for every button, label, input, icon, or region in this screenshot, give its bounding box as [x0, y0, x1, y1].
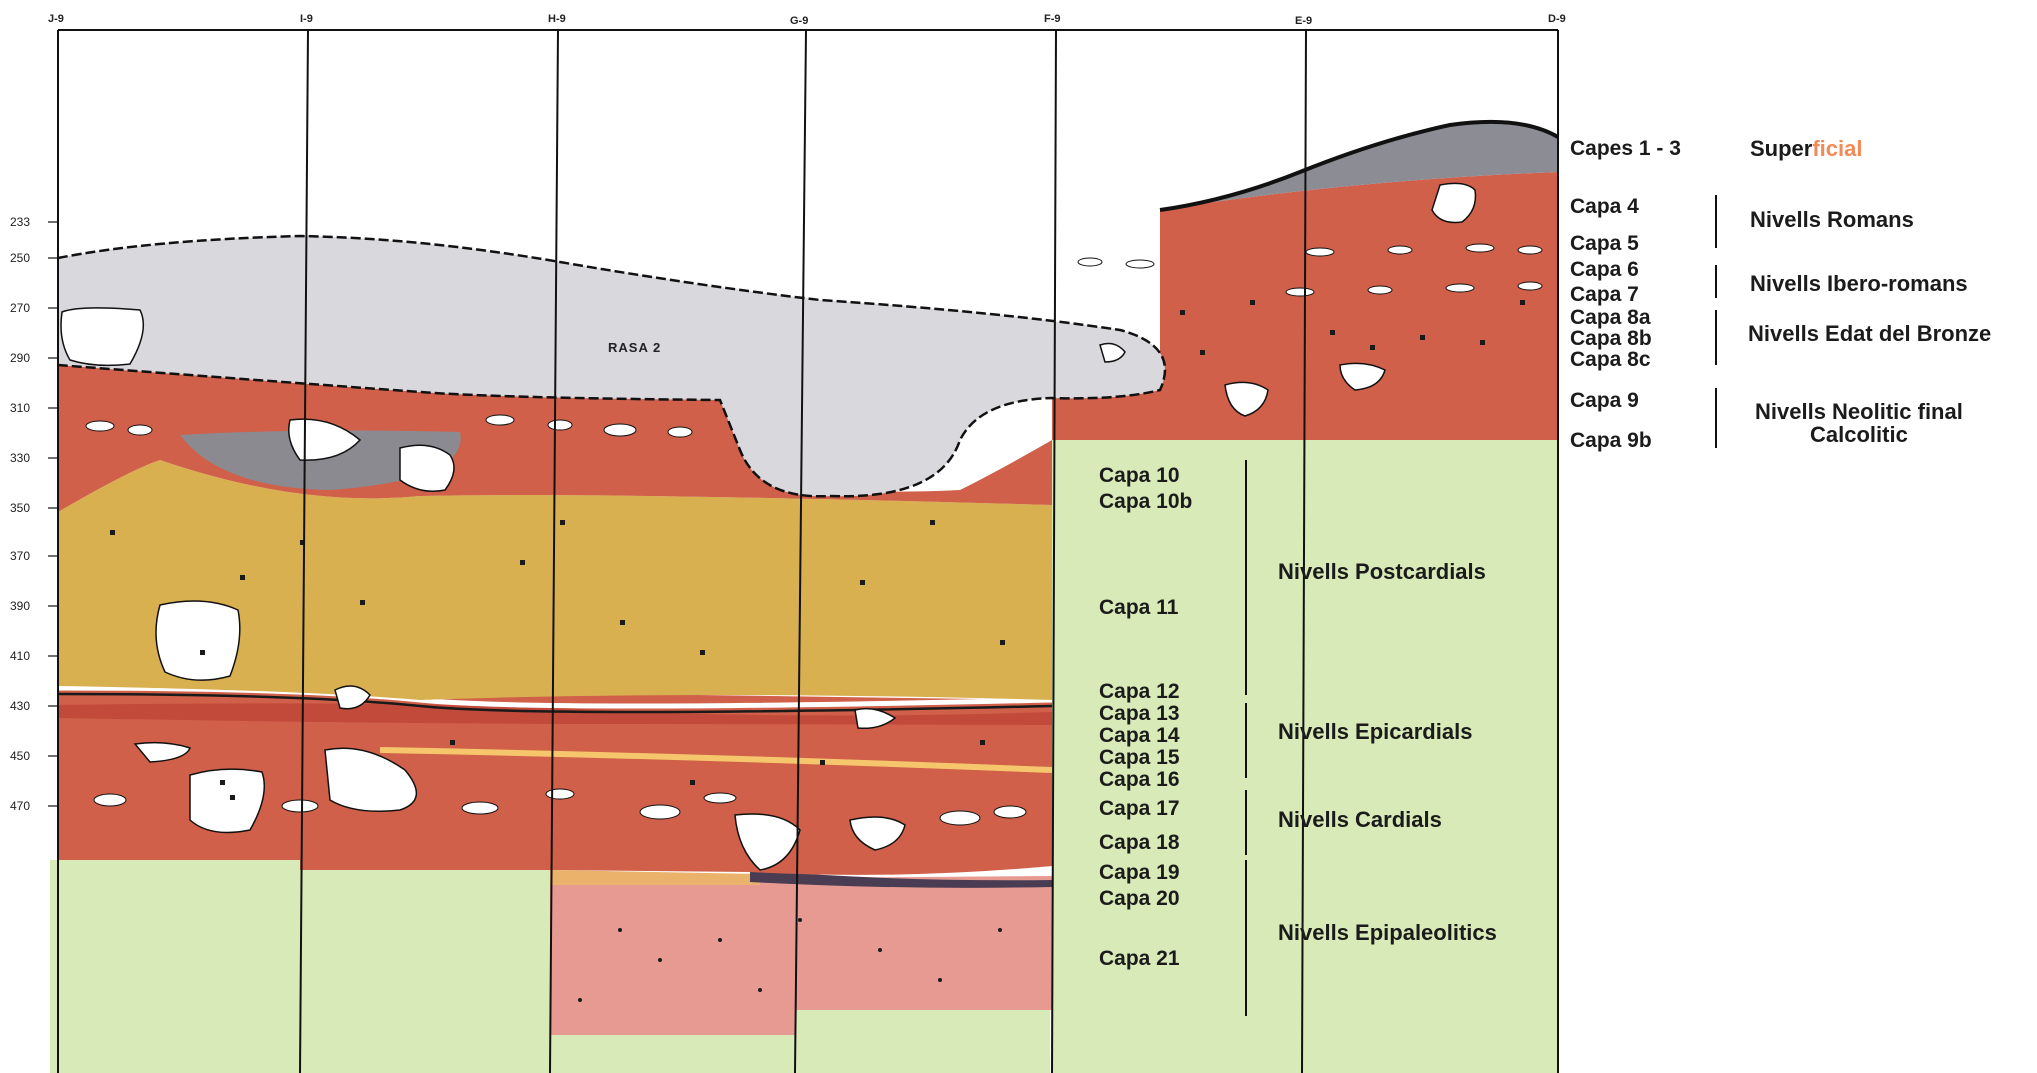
group-label-romans: Nivells Romans: [1750, 208, 1914, 231]
ochre-strip: [550, 870, 760, 885]
layer-label-capa-8c: Capa 8c: [1570, 349, 1651, 370]
layer-label-capa-21: Capa 21: [1099, 948, 1180, 969]
layer-label-capa-4: Capa 4: [1570, 196, 1639, 217]
layer-label-capa-7: Capa 7: [1570, 284, 1639, 305]
layer-label-capa-10b: Capa 10b: [1099, 491, 1192, 512]
depth-label: 470: [10, 799, 30, 813]
group-label-postcardials: Nivells Postcardials: [1278, 560, 1486, 583]
grid-label-d9: D-9: [1548, 13, 1566, 25]
grid-label-e9: E-9: [1295, 15, 1312, 27]
group-label-cardials: Nivells Cardials: [1278, 808, 1442, 831]
layer-label-capes-1-3: Capes 1 - 3: [1570, 138, 1681, 159]
stone: [400, 445, 454, 491]
depth-label: 350: [10, 501, 30, 515]
layer-label-capa-16: Capa 16: [1099, 769, 1180, 790]
group-label-epicardials: Nivells Epicardials: [1278, 720, 1472, 743]
group-label-neolitic-final: Nivells Neolitic final Calcolitic: [1755, 400, 1963, 446]
depth-axis: [48, 222, 58, 806]
layer-label-capa-14: Capa 14: [1099, 725, 1180, 746]
depth-label: 370: [10, 549, 30, 563]
depth-label: 450: [10, 749, 30, 763]
layer-label-capa-6: Capa 6: [1570, 259, 1639, 280]
trench-label: RASA 2: [608, 340, 661, 355]
grid-label-j9: J-9: [48, 13, 64, 25]
group-label-bronze: Nivells Edat del Bronze: [1748, 322, 1991, 345]
layer-label-capa-11: Capa 11: [1099, 597, 1178, 618]
layer-label-capa-15: Capa 15: [1099, 747, 1180, 768]
group-label-ibero-romans: Nivells Ibero-romans: [1750, 272, 1968, 295]
layer-label-capa-9b: Capa 9b: [1570, 430, 1652, 451]
depth-label: 430: [10, 699, 30, 713]
layer-label-capa-19: Capa 19: [1099, 862, 1180, 883]
group-label-epipaleolitics: Nivells Epipaleolitics: [1278, 921, 1497, 944]
depth-label: 233: [10, 215, 30, 229]
depth-label: 390: [10, 599, 30, 613]
depth-label: 250: [10, 251, 30, 265]
group-label-neolitic-line1: Nivells Neolitic final: [1755, 400, 1963, 423]
unexcavated-area: [50, 860, 300, 1073]
stone: [190, 769, 264, 832]
grid-label-i9: I-9: [300, 13, 313, 25]
layer-label-capa-13: Capa 13: [1099, 703, 1180, 724]
stone: [61, 308, 143, 365]
layer-label-capa-20: Capa 20: [1099, 888, 1180, 909]
unexcavated-area: [795, 1010, 1050, 1073]
grid-label-g9: G-9: [790, 15, 808, 27]
depth-label: 410: [10, 649, 30, 663]
layer-label-capa-17: Capa 17: [1099, 798, 1180, 819]
depth-label: 270: [10, 301, 30, 315]
group-label-neolitic-line2: Calcolitic: [1755, 423, 1963, 446]
depth-label: 310: [10, 401, 30, 415]
depth-label: 290: [10, 351, 30, 365]
layer-label-capa-9: Capa 9: [1570, 390, 1639, 411]
group-label-superficial-part2: ficial: [1812, 136, 1862, 161]
depth-label: 330: [10, 451, 30, 465]
layer-label-capa-8a: Capa 8a: [1570, 307, 1651, 328]
layer-label-capa-18: Capa 18: [1099, 832, 1180, 853]
group-label-superficial: Superficial: [1750, 137, 1863, 160]
grid-label-h9: H-9: [548, 13, 566, 25]
layer-label-capa-10: Capa 10: [1099, 465, 1180, 486]
stone: [156, 601, 240, 680]
unexcavated-area: [300, 870, 550, 1073]
group-label-superficial-part1: Super: [1750, 136, 1812, 161]
unexcavated-area: [550, 1035, 795, 1073]
layer-label-capa-8b: Capa 8b: [1570, 328, 1652, 349]
layer-label-capa-12: Capa 12: [1099, 681, 1180, 702]
grid-label-f9: F-9: [1044, 13, 1061, 25]
layer-label-capa-5: Capa 5: [1570, 233, 1639, 254]
